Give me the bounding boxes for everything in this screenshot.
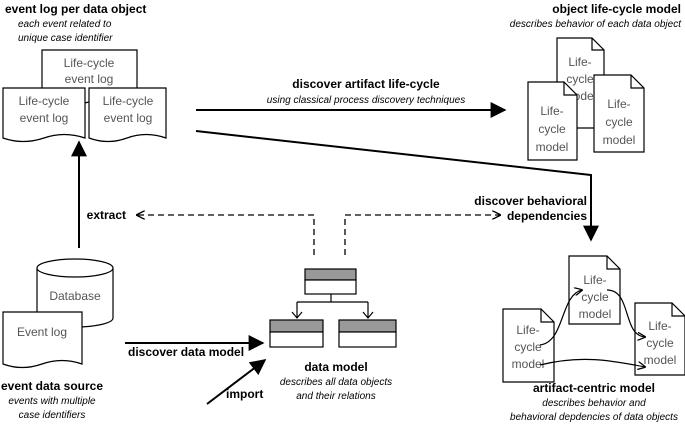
data-model-tree-lines — [296, 294, 369, 317]
event-data-source-subtitle-2: case identifiers — [19, 410, 86, 421]
svg-text:model: model — [579, 307, 612, 321]
event-log-section-title: event log per data object — [5, 2, 146, 16]
dependency-curve-left-top — [539, 290, 582, 346]
data-model-left-entity — [269, 319, 324, 348]
data-model-subtitle-2: and their relations — [296, 391, 376, 402]
svg-text:Life-: Life- — [516, 323, 539, 337]
svg-text:cycle: cycle — [538, 122, 566, 136]
lifecycle-section-title: object life-cycle model — [552, 2, 681, 16]
svg-text:Life-: Life- — [540, 104, 563, 118]
svg-text:event log: event log — [104, 111, 153, 125]
artifact-doc-top: Life- cycle model — [568, 255, 621, 325]
event-data-source-title: event data source — [1, 379, 103, 393]
lifecycle-section-subtitle: describes behavior of each data object — [510, 19, 682, 30]
svg-text:model: model — [536, 140, 569, 154]
svg-text:Database: Database — [49, 289, 101, 303]
discover-behavioral-line1: discover behavioral — [474, 194, 587, 208]
svg-text:Life-: Life- — [648, 319, 671, 333]
svg-text:model: model — [644, 353, 677, 367]
dashed-to-behavioral — [344, 215, 500, 255]
svg-text:model: model — [512, 357, 545, 371]
discover-artifact-subtitle: using classical process discovery techni… — [267, 95, 465, 106]
lifecycle-event-log-doc-right: Life-cycle event log — [88, 87, 167, 143]
svg-text:Life-: Life- — [568, 55, 591, 69]
data-model-right-entity — [338, 319, 397, 348]
svg-text:cycle: cycle — [514, 340, 542, 354]
discover-behavioral-line2: dependencies — [507, 209, 587, 223]
svg-text:Life-cycle: Life-cycle — [19, 94, 70, 108]
svg-text:event log: event log — [65, 72, 114, 86]
discover-data-model-label: discover data model — [128, 345, 244, 359]
discover-behavioral-arrow — [195, 130, 599, 242]
import-label: import — [226, 387, 263, 401]
data-model-top-entity — [304, 268, 357, 295]
artifact-doc-right: Life- cycle model — [634, 302, 685, 376]
data-model-title: data model — [304, 360, 367, 374]
svg-text:Life-: Life- — [607, 97, 630, 111]
dashed-to-extract — [137, 215, 315, 255]
svg-text:model: model — [603, 133, 636, 147]
svg-text:Life-: Life- — [583, 273, 606, 287]
svg-text:cycle: cycle — [605, 115, 633, 129]
svg-text:cycle: cycle — [581, 290, 609, 304]
event-log-section-subtitle-2: unique case identifier — [18, 33, 113, 44]
artifact-section-title: artifact-centric model — [533, 381, 655, 395]
dependency-curve-left-right — [539, 358, 645, 367]
svg-text:Event log: Event log — [17, 325, 67, 339]
lifecycle-model-doc-right: Life- cycle model — [593, 74, 645, 153]
artifact-doc-left: Life- cycle model — [502, 308, 555, 383]
svg-text:Life-cycle: Life-cycle — [64, 56, 115, 70]
artifact-section-subtitle-2: behavioral depdencies of data objects — [510, 412, 678, 423]
svg-text:cycle: cycle — [566, 72, 594, 86]
event-log-doc: Event log — [2, 311, 83, 369]
lifecycle-event-log-doc-left: Life-cycle event log — [2, 87, 86, 143]
lifecycle-model-doc-left: Life- cycle model — [527, 81, 578, 161]
data-model-subtitle-1: describes all data objects — [280, 377, 392, 388]
svg-text:Life-cycle: Life-cycle — [103, 94, 154, 108]
svg-text:event log: event log — [20, 111, 69, 125]
import-arrow — [206, 359, 267, 405]
artifact-section-subtitle-1: describes behavior and — [542, 398, 646, 409]
event-data-source-subtitle-1: events with multiple — [8, 396, 96, 407]
svg-text:cycle: cycle — [646, 336, 674, 350]
extract-label: extract — [87, 208, 126, 222]
dependency-curve-top-right — [606, 289, 645, 337]
event-log-section-subtitle-1: each event related to — [18, 19, 112, 30]
discover-artifact-title: discover artifact life-cycle — [292, 77, 440, 91]
data-model-tree-arrowheads — [291, 311, 374, 319]
